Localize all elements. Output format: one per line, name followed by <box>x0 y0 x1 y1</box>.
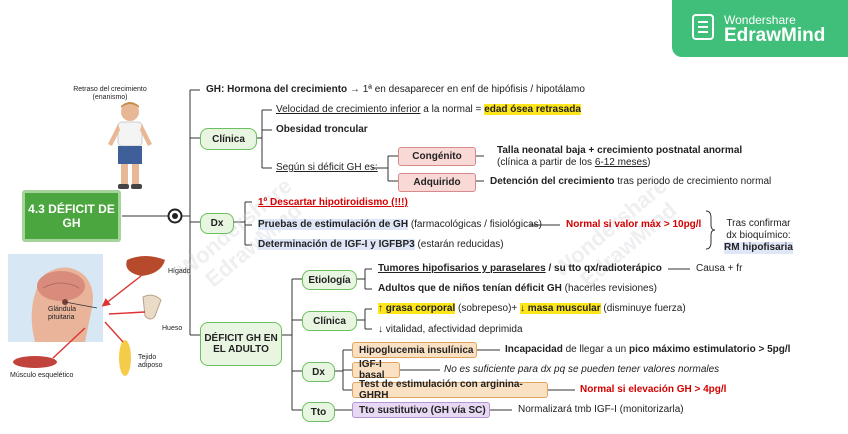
label-glandula: Glándula pituitaria <box>48 306 88 322</box>
brand-line2: EdrawMind <box>724 25 825 47</box>
child-caption: Retraso del crecimiento (enanismo) <box>70 86 150 102</box>
arginina-node[interactable]: Test de estimulación con arginina-GHRH <box>352 382 548 398</box>
dx-confirm: Tras confirmar dx bioquímico: RM hipofis… <box>724 218 793 254</box>
etiologia-node[interactable]: Etiología <box>302 270 357 290</box>
brand-badge[interactable]: Wondershare EdrawMind <box>672 0 848 57</box>
label-hueso: Hueso <box>162 323 182 335</box>
adult-clinica-grasa: ↑ grasa corporal (sobrepeso)+ ↓ masa mus… <box>378 303 686 315</box>
congenito-text: Talla neonatal baja + crecimiento postna… <box>497 145 742 169</box>
congenito-node[interactable]: Congénito <box>398 147 476 166</box>
arginina-text: Normal si elevación GH > 4pg/l <box>580 384 726 396</box>
child-illustration <box>90 102 168 190</box>
label-musculo: Músculo esquelético <box>10 370 73 382</box>
clinica-line-segun: Según si déficit GH es: <box>276 162 378 174</box>
dx-pruebas-result: Normal si valor máx > 10pg/l <box>566 219 701 231</box>
adult-clinica-vitalidad: ↓ vitalidad, afectividad deprimida <box>378 324 523 336</box>
dx-node[interactable]: Dx <box>200 213 234 234</box>
central-topic-label: 4.3 DÉFICIT DE GH <box>25 202 118 230</box>
gh-line: GH: Hormona del crecimiento → 1ª en desa… <box>206 84 585 96</box>
edrawmind-logo-icon <box>692 14 714 40</box>
dx-igf: Determinación de IGF-I y IGFBP3 (estarán… <box>258 239 504 251</box>
etiologia-causa: Causa + fr <box>696 263 742 275</box>
clinica-node[interactable]: Clínica <box>200 128 257 150</box>
adult-node[interactable]: DÉFICIT GH EN EL ADULTO <box>200 322 282 366</box>
hipoglucemia-node[interactable]: Hipoglucemia insulínica <box>352 342 477 358</box>
dx-hipotiroidismo: 1º Descartar hipotiroidismo (!!!) <box>258 197 408 209</box>
adquirido-text: Detención del crecimiento tras periodo d… <box>490 176 771 188</box>
clinica-line-velocidad: Velocidad de crecimiento inferior a la n… <box>276 104 581 116</box>
adquirido-node[interactable]: Adquirido <box>398 173 476 192</box>
clinica-line-obesidad: Obesidad troncular <box>276 124 368 136</box>
dx-pruebas: Pruebas de estimulación de GH (farmacoló… <box>258 219 542 231</box>
tto-node[interactable]: Tto <box>302 402 335 422</box>
central-topic[interactable]: 4.3 DÉFICIT DE GH <box>22 190 121 242</box>
etiologia-tumores: Tumores hipofisarios y paraselares / su … <box>378 263 662 275</box>
label-tejido: Tejido adiposo <box>138 354 168 370</box>
label-higado: Hígado <box>168 266 191 278</box>
tto-sustitutivo-node[interactable]: Tto sustitutivo (GH vía SC) <box>352 402 490 418</box>
adult-clinica-node[interactable]: Clínica <box>302 311 357 331</box>
adult-dx-node[interactable]: Dx <box>302 362 335 382</box>
tto-sustitutivo-text: Normalizará tmb IGF-I (monitorizarla) <box>518 404 684 416</box>
hipoglucemia-text: Incapacidad de llegar a un pico máximo e… <box>505 344 790 356</box>
igf-basal-node[interactable]: IGF-I basal <box>352 362 400 378</box>
igf-basal-text: No es suficiente para dx pq se pueden te… <box>444 364 719 376</box>
etiologia-adultos: Adultos que de niños tenían déficit GH (… <box>378 283 657 295</box>
